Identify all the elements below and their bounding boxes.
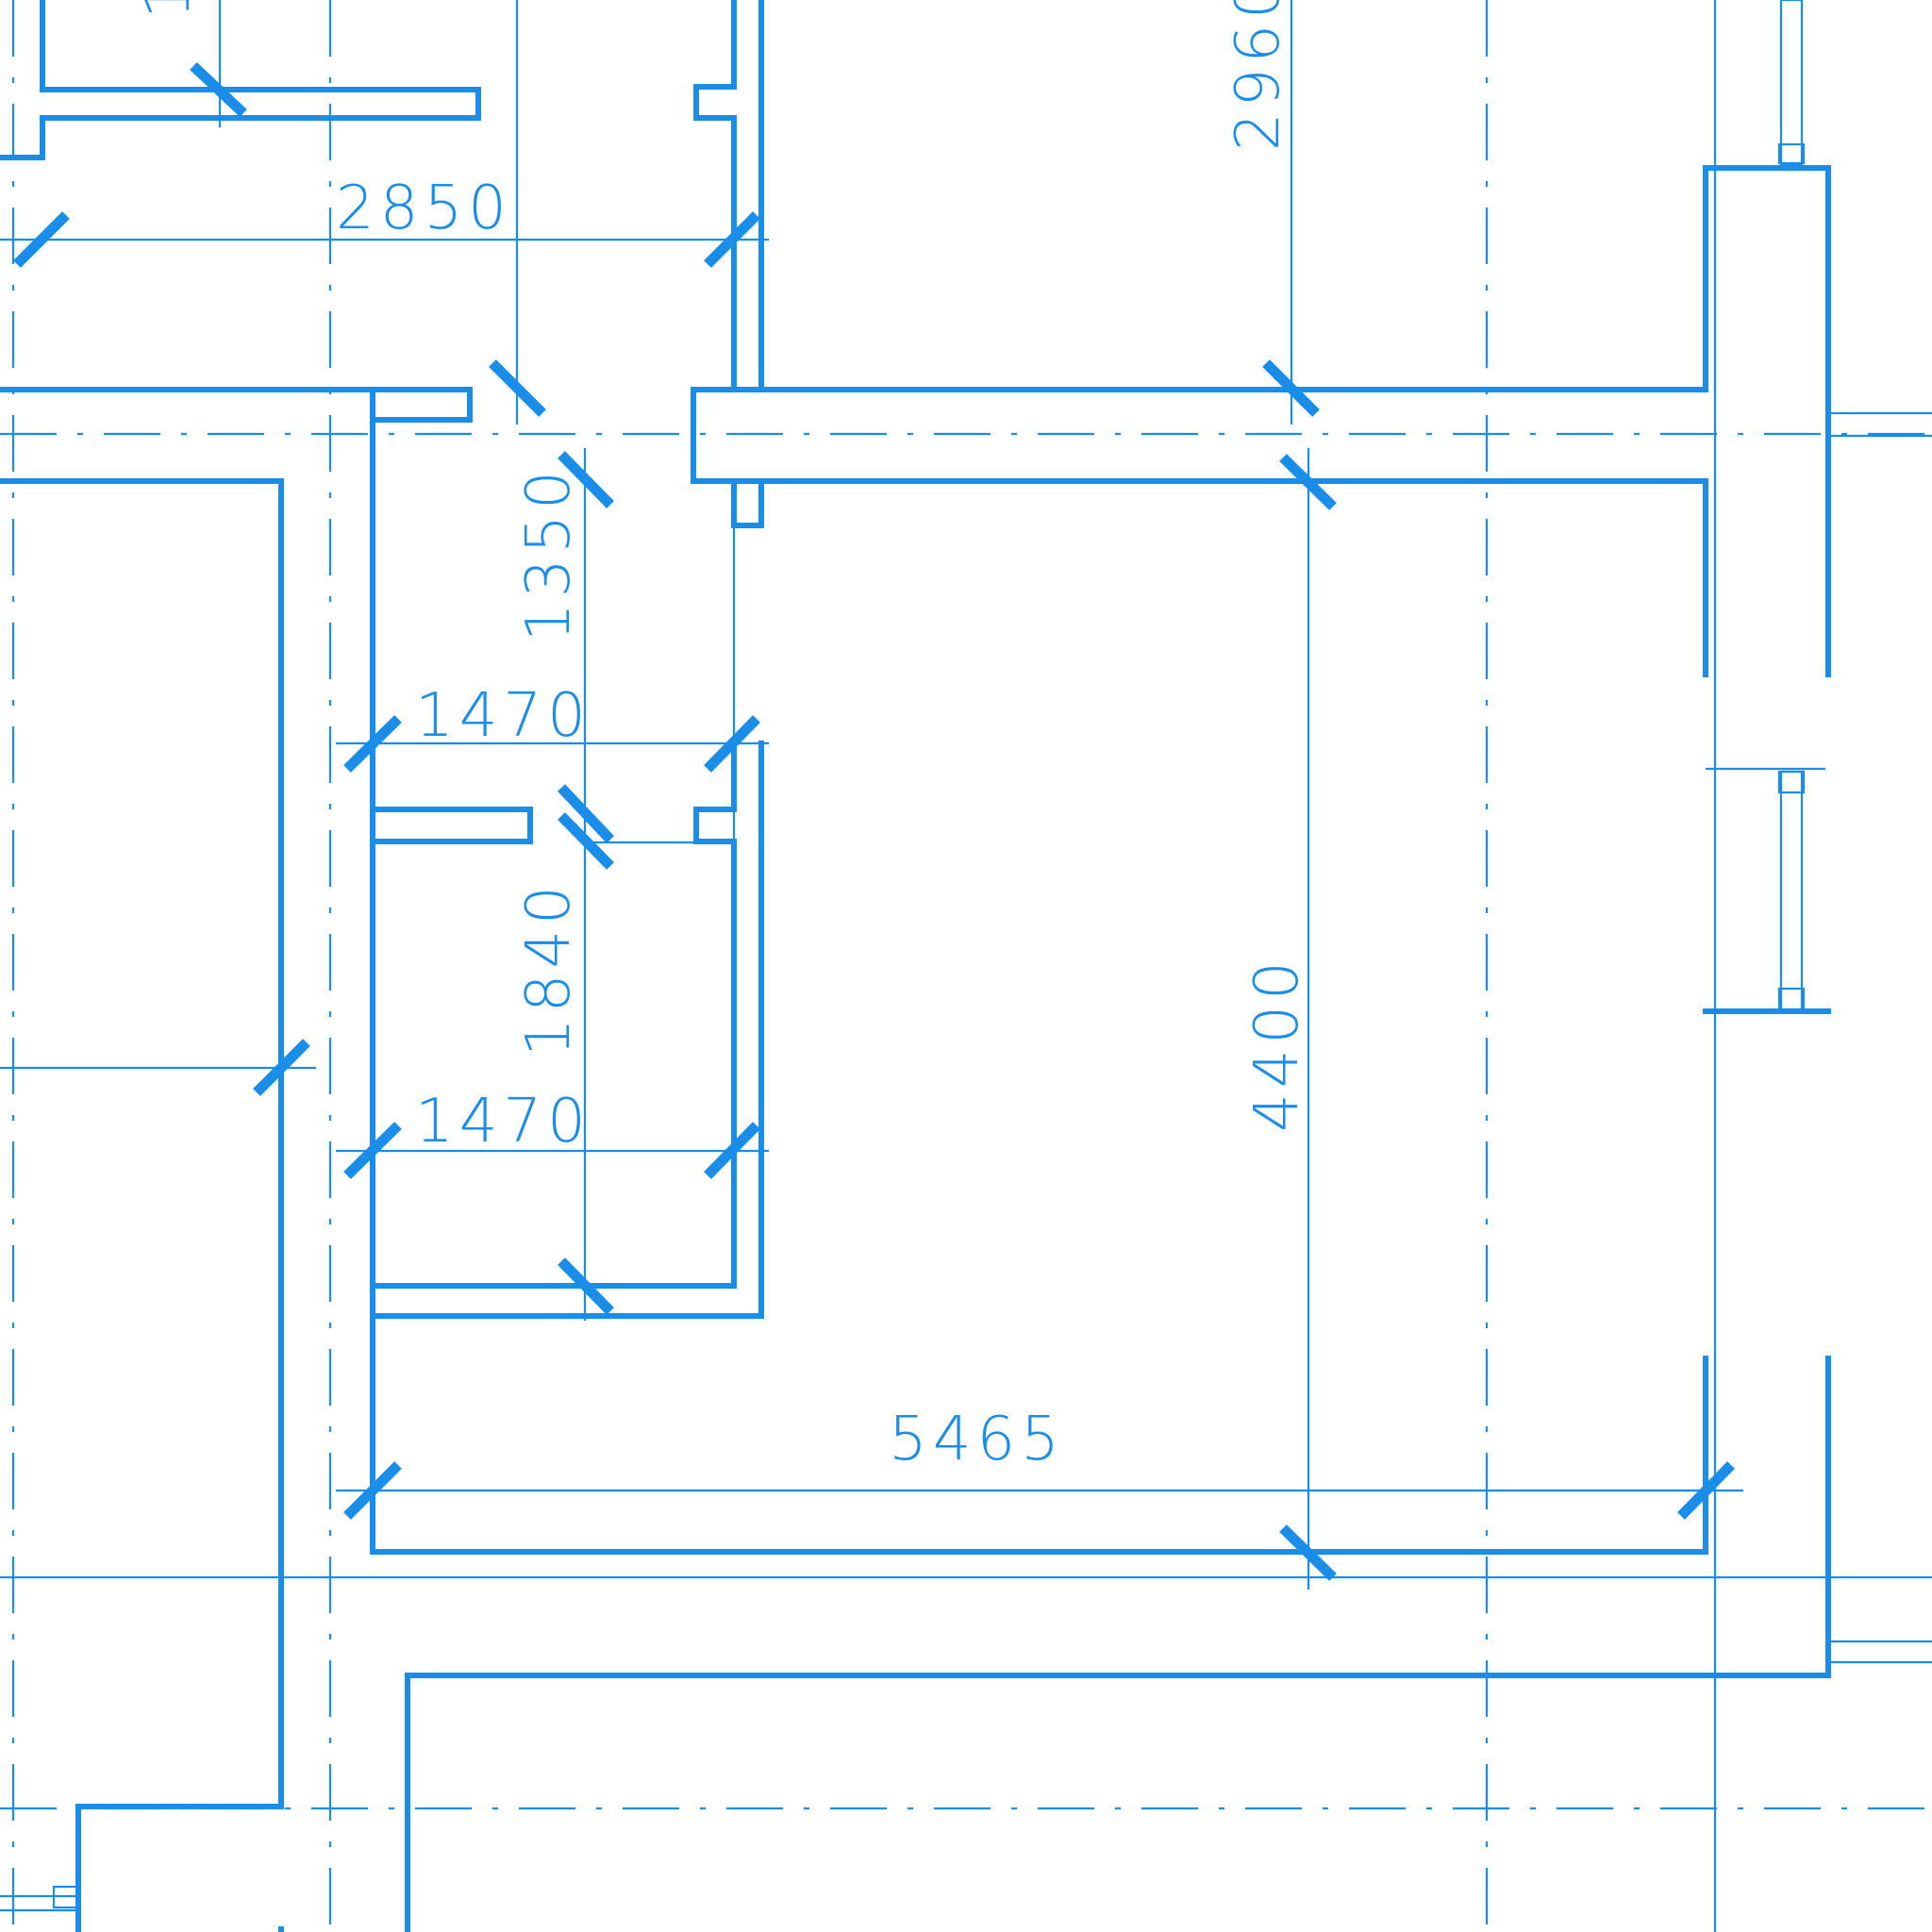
dimension-ticks — [13, 61, 1735, 1581]
dim-5465: 5465 — [889, 1405, 1065, 1474]
dim-1350: 1350 — [514, 465, 584, 641]
dimension-labels: 1 2850 2960 1350 1470 1840 1470 4400 546… — [134, 0, 1312, 1474]
dim-2850: 2850 — [336, 174, 512, 243]
dim-1470-upper: 1470 — [415, 681, 591, 751]
dim-top-partial: 1 — [134, 0, 204, 19]
dim-1470-lower: 1470 — [415, 1087, 591, 1157]
dim-2960: 2960 — [1224, 0, 1293, 151]
walls — [0, 0, 1831, 1932]
dim-4400: 4400 — [1242, 956, 1312, 1132]
dim-1840: 1840 — [514, 880, 584, 1057]
